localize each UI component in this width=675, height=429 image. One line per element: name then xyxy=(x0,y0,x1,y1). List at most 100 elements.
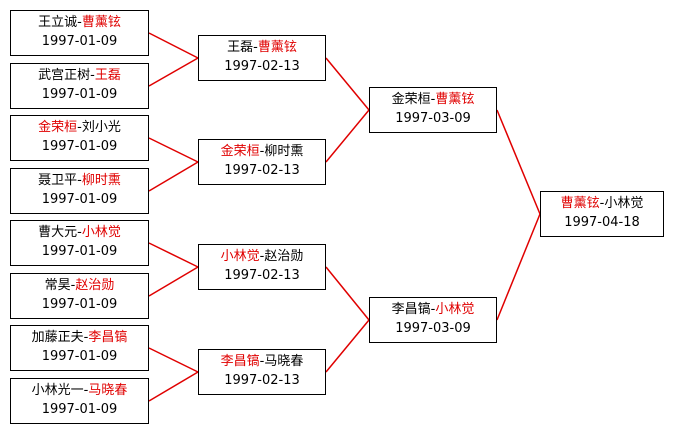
player-separator: - xyxy=(83,383,89,398)
match-box: 曹薰铉-小林觉 1997-04-18 xyxy=(540,191,664,237)
match-box: 小林觉-赵治勋 1997-02-13 xyxy=(198,244,326,290)
player-separator: - xyxy=(259,354,265,369)
connector-line xyxy=(148,266,199,297)
connector-line xyxy=(496,109,541,215)
player-separator: - xyxy=(77,173,82,188)
player-name: 常昊 xyxy=(44,278,71,293)
connector-line xyxy=(148,32,199,59)
match-date: 1997-03-09 xyxy=(395,321,471,336)
player-name: 曹薰铉 xyxy=(560,196,600,211)
player-name: 赵治勋 xyxy=(264,249,304,264)
match-date: 1997-04-18 xyxy=(564,215,640,230)
match-date: 1997-02-13 xyxy=(224,163,300,178)
connector-line xyxy=(325,266,370,321)
match-players: 李昌镐-小林觉 xyxy=(370,300,496,319)
player-name: 加藤正夫 xyxy=(31,330,84,345)
player-separator: - xyxy=(83,330,89,345)
player-name: 曹薰铉 xyxy=(435,92,475,107)
player-name: 曹大元 xyxy=(38,225,78,240)
connector-line xyxy=(148,347,199,373)
player-name: 小林光一 xyxy=(31,383,84,398)
player-separator: - xyxy=(70,278,76,293)
connector-line xyxy=(148,242,199,268)
player-name: 马晓春 xyxy=(264,354,304,369)
player-separator: - xyxy=(430,302,436,317)
match-players: 武宫正树-王磊 xyxy=(11,66,148,85)
match-players: 聂卫平-柳时熏 xyxy=(11,171,148,190)
player-name: 柳时熏 xyxy=(264,144,304,159)
match-players: 李昌镐-马晓春 xyxy=(199,352,325,371)
connector-line xyxy=(496,213,541,321)
match-players: 王磊-曹薰铉 xyxy=(199,38,325,57)
player-name: 赵治勋 xyxy=(75,278,115,293)
player-name: 金荣桓 xyxy=(38,120,78,135)
player-name: 王磊 xyxy=(94,68,121,83)
match-players: 王立诚-曹薰铉 xyxy=(11,13,148,32)
player-name: 曹薰铉 xyxy=(81,15,121,30)
match-date: 1997-01-09 xyxy=(41,402,118,417)
match-date: 1997-01-09 xyxy=(41,349,118,364)
player-separator: - xyxy=(259,249,265,264)
player-name: 王磊 xyxy=(227,40,254,55)
player-name: 小林觉 xyxy=(604,196,644,211)
match-date: 1997-02-13 xyxy=(224,268,300,283)
match-box: 王立诚-曹薰铉 1997-01-09 xyxy=(10,10,149,56)
match-date: 1997-01-09 xyxy=(41,34,118,49)
player-name: 刘小光 xyxy=(81,120,121,135)
player-separator: - xyxy=(599,196,605,211)
match-players: 小林觉-赵治勋 xyxy=(199,247,325,266)
match-date: 1997-01-09 xyxy=(41,192,118,207)
player-name: 马晓春 xyxy=(88,383,128,398)
match-players: 曹薰铉-小林觉 xyxy=(541,194,663,213)
player-separator: - xyxy=(77,120,82,135)
player-separator: - xyxy=(77,15,82,30)
player-separator: - xyxy=(259,144,265,159)
player-name: 武宫正树 xyxy=(38,68,91,83)
connector-line xyxy=(325,57,370,111)
match-date: 1997-03-09 xyxy=(395,111,471,126)
player-name: 李昌镐 xyxy=(391,302,431,317)
player-name: 王立诚 xyxy=(38,15,78,30)
connector-line xyxy=(148,57,199,87)
match-players: 曹大元-小林觉 xyxy=(11,223,148,242)
player-name: 小林觉 xyxy=(220,249,260,264)
match-box: 加藤正夫-李昌镐 1997-01-09 xyxy=(10,325,149,371)
match-players: 金荣桓-刘小光 xyxy=(11,118,148,137)
connector-line xyxy=(148,137,199,163)
match-date: 1997-01-09 xyxy=(41,87,118,102)
match-box: 王磊-曹薰铉 1997-02-13 xyxy=(198,35,326,81)
player-name: 金荣桓 xyxy=(220,144,260,159)
player-separator: - xyxy=(253,40,258,55)
player-name: 曹薰铉 xyxy=(257,40,297,55)
match-box: 小林光一-马晓春 1997-01-09 xyxy=(10,378,149,424)
player-separator: - xyxy=(430,92,436,107)
player-name: 小林觉 xyxy=(81,225,121,240)
connector-line xyxy=(325,109,370,163)
match-box: 金荣桓-刘小光 1997-01-09 xyxy=(10,115,149,161)
match-players: 金荣桓-曹薰铉 xyxy=(370,90,496,109)
player-name: 金荣桓 xyxy=(391,92,431,107)
player-name: 柳时熏 xyxy=(81,173,121,188)
match-date: 1997-02-13 xyxy=(224,373,300,388)
connector-line xyxy=(325,319,370,373)
match-box: 金荣桓-曹薰铉 1997-03-09 xyxy=(369,87,497,133)
match-players: 常昊-赵治勋 xyxy=(11,276,148,295)
match-box: 武宫正树-王磊 1997-01-09 xyxy=(10,63,149,109)
match-players: 小林光一-马晓春 xyxy=(11,381,148,400)
player-separator: - xyxy=(77,225,82,240)
match-box: 金荣桓-柳时熏 1997-02-13 xyxy=(198,139,326,185)
match-date: 1997-01-09 xyxy=(41,139,118,154)
match-box: 聂卫平-柳时熏 1997-01-09 xyxy=(10,168,149,214)
match-date: 1997-02-13 xyxy=(224,59,300,74)
match-players: 加藤正夫-李昌镐 xyxy=(11,328,148,347)
match-box: 李昌镐-小林觉 1997-03-09 xyxy=(369,297,497,343)
player-name: 李昌镐 xyxy=(220,354,260,369)
player-name: 李昌镐 xyxy=(88,330,128,345)
connector-line xyxy=(148,161,199,192)
player-name: 聂卫平 xyxy=(38,173,78,188)
player-separator: - xyxy=(90,68,95,83)
